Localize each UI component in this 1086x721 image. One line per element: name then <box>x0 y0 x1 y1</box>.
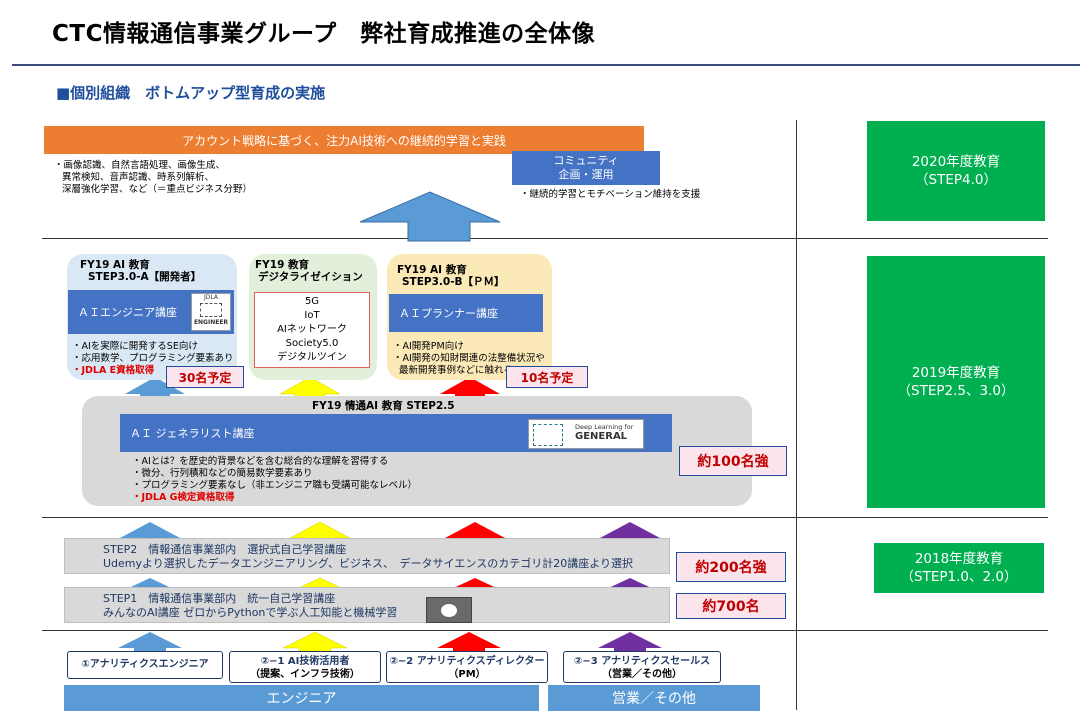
sales-group-label: 営業／その他 <box>612 691 696 707</box>
step3a-bullet-1: ・AIを実際に開発するSE向け <box>72 341 198 352</box>
step25-jdla: ・JDLA G検定資格取得 <box>132 492 235 503</box>
step25-heading: FY19 情通AI 教育 STEP2.5 <box>312 400 455 412</box>
education-2019-title: 2019年度教育 <box>911 365 1001 381</box>
strategy-bar: アカウント戦略に基づく、注力AI技術への継続的学習と実践 <box>44 126 644 154</box>
step25-bullet-3: ・プログラミング要素なし（非エンジニア職も受講可能なレベル） <box>132 480 418 491</box>
big-up-arrow <box>359 191 501 242</box>
step1-description: みんなのAI講座 ゼロからPythonで学ぶ人工知能と機械学習 <box>103 606 398 619</box>
digital-topic-4: Society5.0 <box>285 338 339 349</box>
step25-bullet-2: ・微分、行列積和などの簡易数学要素あり <box>132 468 313 479</box>
education-2018-box: 2018年度教育 （STEP1.0、2.0） <box>874 543 1044 593</box>
community-note: ・継続的学習とモチベーション維持を支援 <box>520 189 701 200</box>
step3b-bullet-3: 最新開発事例などに触れる <box>399 365 514 376</box>
network-icon <box>533 424 563 446</box>
step3b-count: 10名予定 <box>506 366 588 388</box>
video-thumbnail-icon <box>426 597 472 623</box>
step3b-subheading: STEP3.0-B【ＰＭ】 <box>402 276 505 288</box>
step2-description: Udemyより選択したデータエンジニアリング、ビジネス、 データサイエンスのカテ… <box>103 557 633 570</box>
community-box: コミュニティ 企画・運用 <box>512 151 660 185</box>
arrow-blue-roles <box>118 632 182 654</box>
education-2019-box: 2019年度教育 （STEP2.5、3.0） <box>867 256 1045 508</box>
role-analytics-sales: ②−3 アナリティクスセールス （営業／その他） <box>563 651 721 683</box>
community-subtitle: 企画・運用 <box>558 168 614 181</box>
play-button-icon <box>441 604 457 617</box>
tier-divider-top <box>42 238 1048 239</box>
digital-topic-5: デジタルツイン <box>277 352 347 363</box>
community-title: コミュニティ <box>553 154 619 167</box>
education-2018-title: 2018年度教育 <box>914 551 1004 567</box>
column-divider <box>796 120 797 710</box>
digital-subheading: デジタライゼイション <box>258 271 363 283</box>
digital-topics-box: 5G IoT AIネットワーク Society5.0 デジタルツイン <box>254 292 370 368</box>
arrow-red-roles <box>437 632 501 654</box>
section-subtitle: ■個別組織 ボトムアップ型育成の実施 <box>56 84 326 102</box>
dl-general-logo-line2: GENERAL <box>575 431 628 442</box>
tier-divider-middle <box>42 517 1048 518</box>
ai-planner-course-label: ＡＩプランナー講座 <box>399 307 498 320</box>
page-title: CTC情報通信事業グループ 弊社育成推進の全体像 <box>52 21 596 47</box>
education-2019-step: （STEP2.5、3.0） <box>897 383 1015 399</box>
sales-group-bar: 営業／その他 <box>548 685 760 711</box>
jdla-engineer-logo-line1: JDLA <box>204 294 218 301</box>
jdla-engineer-logo: JDLA ENGINEER <box>191 293 231 331</box>
jdla-engineer-logo-line2: ENGINEER <box>193 319 229 326</box>
step2-count: 約200名強 <box>676 552 786 582</box>
digital-topic-3: AIネットワーク <box>277 324 347 335</box>
step1-title: STEP1 情報通信事業部内 統一自己学習講座 <box>103 592 336 605</box>
role-analytics-engineer: ①アナリティクスエンジニア <box>67 651 223 679</box>
tier-divider-bottom <box>42 630 1048 631</box>
dl-general-logo-line1: Deep Learning for <box>575 423 634 431</box>
role-analytics-engineer-label: ①アナリティクスエンジニア <box>81 659 209 670</box>
engineer-group-label: エンジニア <box>266 691 337 707</box>
arrow-purple-roles <box>598 632 662 654</box>
digital-heading: FY19 教育 <box>255 259 310 271</box>
education-2020-box: 2020年度教育 （STEP4.0） <box>867 121 1045 221</box>
role-ai-tech-user: ②−1 AI技術活用者 （提案、インフラ技術） <box>229 651 381 683</box>
digital-topic-1: 5G <box>304 296 320 307</box>
network-icon <box>200 303 222 317</box>
focus-area-line-1: ・画像認識、自然言語処理、画像生成、 <box>54 160 226 171</box>
step25-bullet-1: ・AIとは？を歴史的背景などを含む総合的な理解を習得する <box>132 456 389 467</box>
step3a-subheading: STEP3.0-A【開発者】 <box>88 271 202 283</box>
role-ai-tech-user-label: ②−1 AI技術活用者 <box>260 656 350 667</box>
role-analytics-director-sub: （PM） <box>448 669 486 680</box>
ai-engineer-course-label: ＡＩエンジニア講座 <box>78 306 177 319</box>
step3a-bullet-2: ・応用数学、プログラミング要素あり <box>72 353 234 364</box>
title-divider <box>12 64 1080 66</box>
education-2018-step: （STEP1.0、2.0） <box>900 569 1018 585</box>
step2-title: STEP2 情報通信事業部内 選択式自己学習講座 <box>103 543 347 556</box>
step1-count: 約700名 <box>676 593 786 619</box>
step1-band: STEP1 情報通信事業部内 統一自己学習講座 みんなのAI講座 ゼロからPyt… <box>64 587 670 623</box>
step2-band: STEP2 情報通信事業部内 選択式自己学習講座 Udemyより選択したデータエ… <box>64 538 670 574</box>
role-analytics-sales-sub: （営業／その他） <box>602 669 682 680</box>
deep-learning-general-logo: Deep Learning for GENERAL <box>528 419 644 449</box>
role-ai-tech-user-sub: （提案、インフラ技術） <box>250 669 360 680</box>
step3b-bullet-2: ・AI開発の知財関連の法整備状況や <box>393 353 545 364</box>
role-analytics-sales-label: ②−3 アナリティクスセールス <box>573 656 711 667</box>
step3a-count: 30名予定 <box>166 366 244 388</box>
step3a-heading: FY19 AI 教育 <box>80 259 150 271</box>
role-analytics-director-label: ②−2 アナリティクスディレクター <box>389 656 545 667</box>
step3a-bullet-3: ・JDLA E資格取得 <box>72 365 155 376</box>
focus-area-line-2: 異常検知、音声認識、時系列解析、 <box>62 172 215 183</box>
digital-topic-2: IoT <box>304 310 320 321</box>
step3b-bullet-1: ・AI開発PM向け <box>393 341 464 352</box>
ai-generalist-course-label: ＡＩ ジェネラリスト講座 <box>130 427 255 440</box>
education-2020-title: 2020年度教育 <box>911 154 1001 170</box>
engineer-group-bar: エンジニア <box>64 685 539 711</box>
education-2020-step: （STEP4.0） <box>915 172 997 188</box>
ai-planner-course-bar: ＡＩプランナー講座 <box>389 294 543 332</box>
step25-count: 約100名強 <box>679 446 787 476</box>
focus-area-line-3: 深層強化学習、など（＝重点ビジネス分野） <box>62 184 253 195</box>
step3b-heading: FY19 AI 教育 <box>397 264 467 276</box>
role-analytics-director: ②−2 アナリティクスディレクター （PM） <box>386 651 548 683</box>
